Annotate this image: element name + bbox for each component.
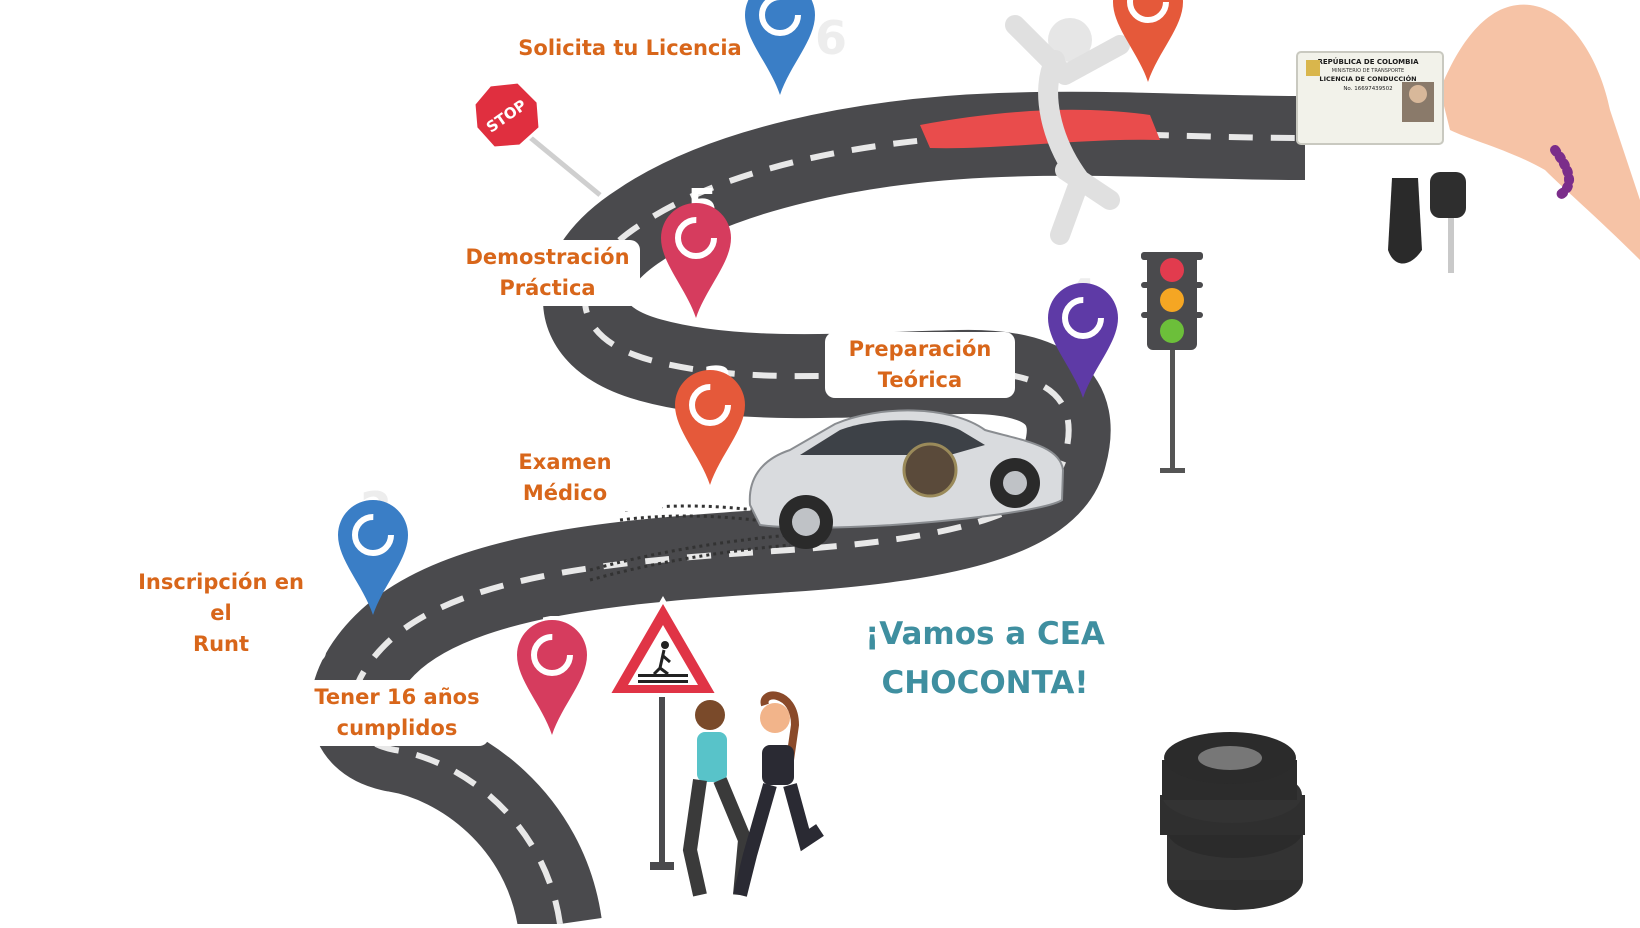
finish-line-runner-icon <box>920 15 1160 245</box>
svg-text:LICENCIA DE CONDUCCIÓN: LICENCIA DE CONDUCCIÓN <box>1319 74 1416 83</box>
map-pin-icon-step-7 <box>1113 0 1183 82</box>
faded-number-6: 6 <box>815 11 847 65</box>
svg-text:REPÚBLICA DE COLOMBIA: REPÚBLICA DE COLOMBIA <box>1318 57 1420 66</box>
step-label-1: Tener 16 años cumplidos <box>305 680 489 746</box>
stop-sign-icon: STOP <box>472 80 602 197</box>
car-icon <box>748 409 1065 549</box>
map-pin-icon-step-5 <box>661 203 731 318</box>
map-pin-icon-step-4 <box>1048 283 1118 398</box>
runners-icon <box>682 691 824 897</box>
tire-stack-icon <box>1160 732 1305 910</box>
pedestrian-crossing-sign-icon <box>604 596 722 870</box>
car-keys-icon <box>1388 172 1466 273</box>
map-pins <box>338 0 1183 735</box>
school-emblem-icon <box>902 442 958 498</box>
traffic-light-icon <box>1141 252 1203 473</box>
step-label-5: Solicita tu Licencia <box>510 31 750 66</box>
svg-text:MINISTERIO DE TRANSPORTE: MINISTERIO DE TRANSPORTE <box>1332 68 1404 74</box>
map-pin-icon-step-1 <box>517 620 587 735</box>
slogan: ¡Vamos a CEA CHOCONTA! <box>865 616 1105 701</box>
map-pin-icon-step-2 <box>338 500 408 615</box>
map-pin-icon-step-3 <box>675 370 745 485</box>
step-label-2: Inscripción en el Runt <box>116 565 326 662</box>
step-label-3: Preparación Teórica <box>825 332 1015 398</box>
step-label-examen: Examen Médico <box>465 445 665 511</box>
hand-holding-license-icon: REPÚBLICA DE COLOMBIA MINISTERIO DE TRAN… <box>1296 4 1640 273</box>
step-label-4: Demostración Práctica <box>455 240 640 306</box>
map-pin-icon-step-6 <box>745 0 815 95</box>
svg-text:No. 16697439502: No. 16697439502 <box>1343 86 1392 92</box>
